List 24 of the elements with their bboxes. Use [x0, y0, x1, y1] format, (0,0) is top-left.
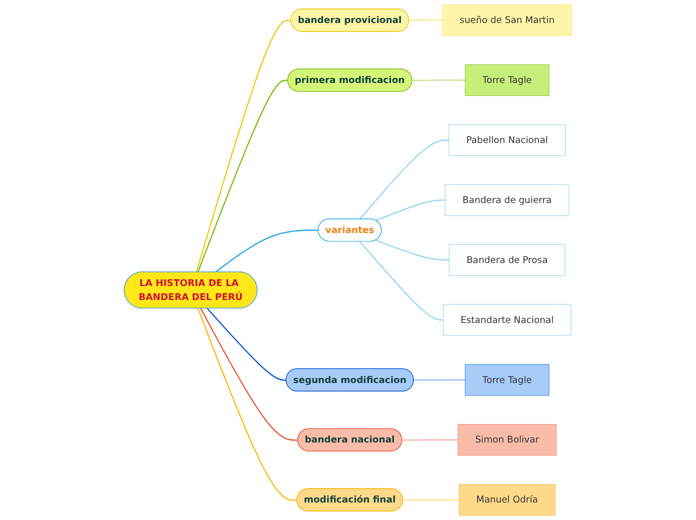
node-box: Bandera de Prosa — [448, 244, 566, 276]
node-box: Pabellon Nacional — [448, 124, 566, 156]
connector — [206, 308, 286, 381]
connector — [359, 241, 444, 321]
node-box: sueño de San Martin — [442, 4, 572, 36]
connector — [196, 20, 291, 272]
node-box: Simon Bolivar — [458, 424, 557, 456]
connector — [200, 308, 298, 441]
connector — [402, 439, 458, 441]
node-box: Manuel Odría — [458, 484, 556, 516]
connector — [403, 499, 460, 501]
connector — [412, 80, 466, 81]
connector — [197, 80, 288, 272]
connector — [376, 240, 450, 261]
connector — [414, 379, 466, 381]
node-box: Torre Tagle — [464, 64, 550, 96]
connector — [409, 20, 442, 22]
connector — [376, 199, 446, 221]
node-box: Torre Tagle — [464, 364, 550, 396]
connector — [215, 230, 318, 273]
connector — [359, 140, 449, 220]
connector — [197, 308, 298, 501]
node-box: Estandarte Nacional — [442, 304, 572, 336]
node-box: Bandera de guierra — [444, 184, 570, 216]
